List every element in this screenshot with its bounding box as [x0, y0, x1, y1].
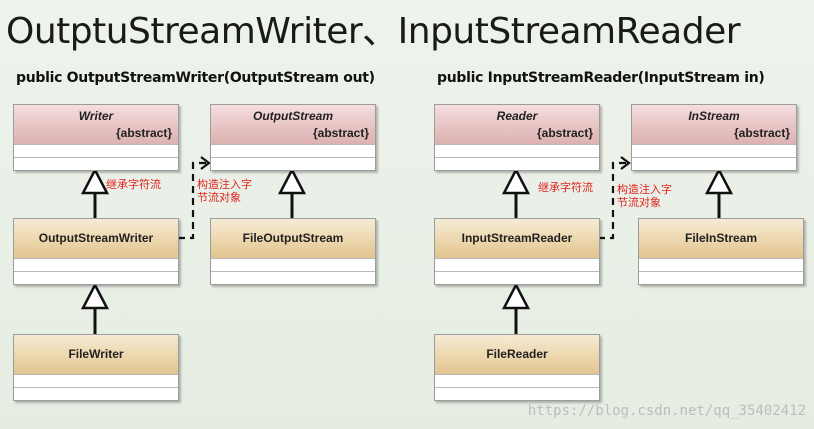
class-inputstreamreader: InputStreamReader — [434, 218, 600, 285]
class-outputstreamwriter: OutputStreamWriter — [13, 218, 179, 285]
class-name: FileReader — [486, 347, 548, 361]
stereotype-label: {abstract} — [536, 126, 593, 140]
inherit-arrowhead-reader — [501, 167, 531, 195]
class-reader: Reader {abstract} — [434, 104, 600, 171]
right-constructor-signature: public InputStreamReader(InputStream in) — [437, 70, 765, 86]
inherit-arrowhead-writer — [80, 167, 110, 195]
stereotype-label: {abstract} — [115, 126, 172, 140]
class-filewriter: FileWriter — [13, 334, 179, 401]
stereotype-label: {abstract} — [733, 126, 790, 140]
class-fileoutputstream: FileOutputStream — [210, 218, 376, 285]
class-name: FileOutputStream — [242, 231, 344, 245]
watermark: https://blog.csdn.net/qq_35402412 — [527, 403, 806, 419]
dependency-arrowhead-left — [200, 156, 211, 170]
class-name: Writer — [78, 109, 114, 123]
class-fileinstream: FileInStream — [638, 218, 804, 285]
class-outputstream: OutputStream {abstract} — [210, 104, 376, 171]
left-constructor-signature: public OutputStreamWriter(OutputStream o… — [16, 70, 375, 86]
inherit-arrowhead-isr — [501, 282, 531, 310]
class-name: Reader — [496, 109, 538, 123]
class-name: InStream — [688, 109, 740, 123]
class-writer: Writer {abstract} — [13, 104, 179, 171]
dependency-line-right — [598, 161, 628, 240]
dependency-line-left — [178, 161, 208, 240]
note-inject-left: 构造注入字 节流对象 — [197, 178, 252, 204]
inherit-arrowhead-instream — [704, 167, 734, 195]
note-inherit-right: 继承字符流 — [538, 181, 593, 194]
class-name: OutputStreamWriter — [38, 231, 154, 245]
class-name: FileWriter — [68, 347, 124, 361]
class-filereader: FileReader — [434, 334, 600, 401]
class-instream: InStream {abstract} — [631, 104, 797, 171]
diagram-title: OutptuStreamWriter、InputStreamReader — [6, 11, 741, 52]
note-inject-right: 构造注入字 节流对象 — [617, 183, 672, 209]
class-name: InputStreamReader — [461, 231, 573, 245]
note-inherit-left: 继承字符流 — [106, 178, 161, 191]
inherit-arrowhead-osw — [80, 282, 110, 310]
class-name: OutputStream — [252, 109, 333, 123]
stereotype-label: {abstract} — [312, 126, 369, 140]
dependency-arrowhead-right — [620, 156, 631, 170]
class-name: FileInStream — [684, 231, 758, 245]
inherit-arrowhead-outputstream — [277, 167, 307, 195]
